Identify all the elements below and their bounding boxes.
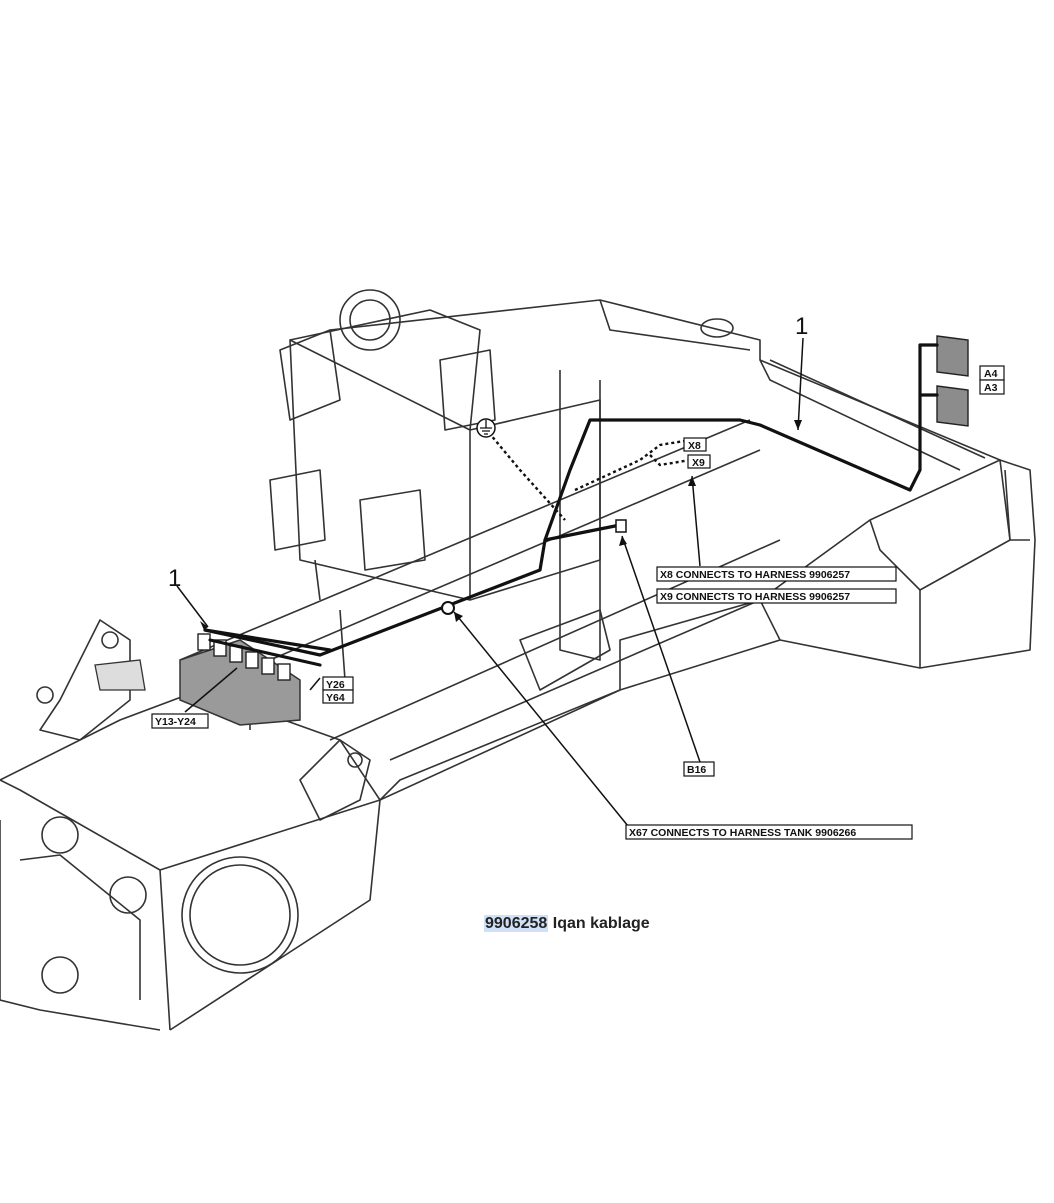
label-x9: X9 [692,457,705,469]
harness-dashed [484,427,691,521]
harness-cable [203,343,939,667]
label-x67-note: X67 CONNECTS TO HARNESS TANK 9906266 [629,827,856,839]
leader-arrows [200,420,802,630]
label-x8: X8 [688,440,701,452]
figure-caption: 9906258 Iqan kablage [484,915,650,933]
label-x8-note: X8 CONNECTS TO HARNESS 9906257 [660,569,850,581]
label-a4: A4 [984,368,998,380]
ground-symbol-icon [476,418,496,438]
label-y26: Y26 [326,679,345,691]
caption-title: Iqan kablage [552,915,650,932]
callout-item-1-left: 1 [168,565,181,592]
connector-icon [441,519,627,615]
label-y64: Y64 [326,692,345,704]
callout-item-1-right: 1 [795,313,808,340]
leader-lines [176,337,804,827]
label-y13-y24: Y13-Y24 [155,716,196,728]
caption-part-number: 9906258 [484,915,549,932]
label-x9-note: X9 CONNECTS TO HARNESS 9906257 [660,591,850,603]
valve-block [94,633,301,726]
label-a3: A3 [984,382,998,394]
control-modules [936,335,969,427]
label-b16: B16 [687,764,706,776]
